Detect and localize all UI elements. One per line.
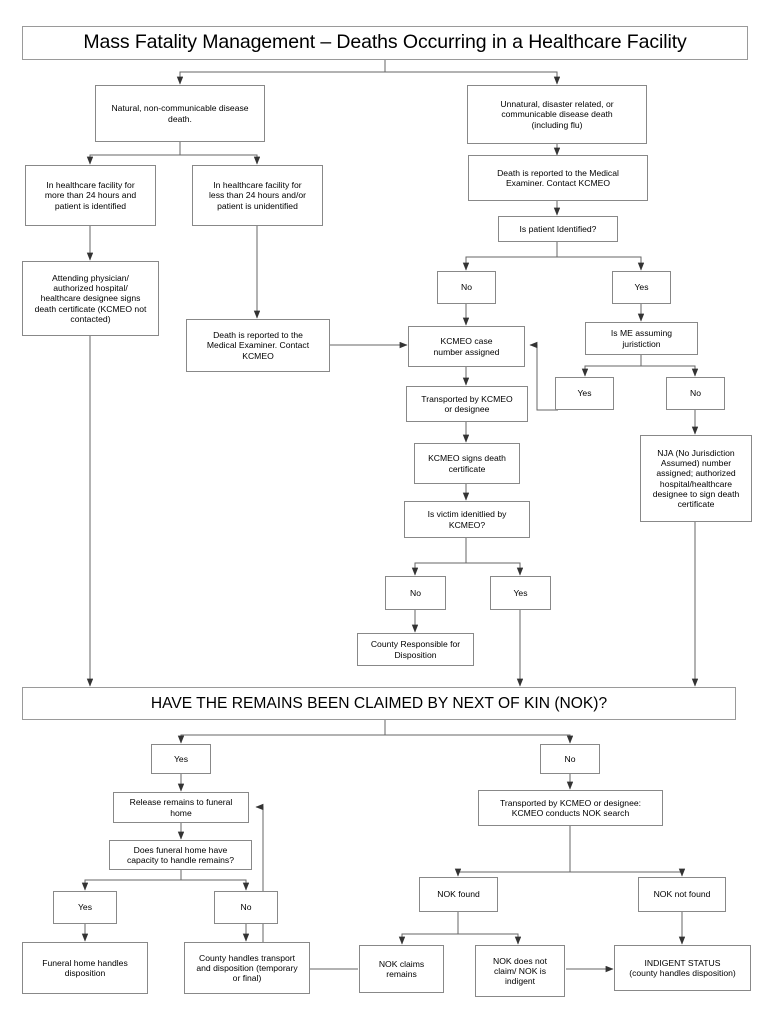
node-transported-by-kcmeo[interactable]: Transported by KCMEO or designee — [406, 386, 528, 422]
node-me-jurisdiction-no-label: No — [690, 388, 701, 399]
node-indigent-status-label: INDIGENT STATUS (county handles disposit… — [629, 957, 736, 978]
node-me-jurisdiction-yes[interactable]: Yes — [555, 377, 614, 410]
node-victim-id-no[interactable]: No — [385, 576, 446, 610]
node-is-victim-identified[interactable]: Is victim idenitlied by KCMEO? — [404, 501, 530, 538]
node-facility-more-than-24h[interactable]: In healthcare facility for more than 24 … — [25, 165, 156, 226]
node-me-jurisdiction-no[interactable]: No — [666, 377, 725, 410]
node-patient-id-no-label: No — [461, 282, 472, 293]
node-nok-no[interactable]: No — [540, 744, 600, 774]
node-nok-found[interactable]: NOK found — [419, 877, 498, 912]
node-is-patient-identified-label: Is patient Identified? — [519, 223, 597, 234]
diagram-title-label: Mass Fatality Management – Deaths Occurr… — [83, 31, 687, 54]
node-funeral-home-handles-disposition-label: Funeral home handles disposition — [42, 957, 128, 978]
node-nok-does-not-claim[interactable]: NOK does not claim/ NOK is indigent — [475, 945, 565, 997]
node-attending-physician-signs-label: Attending physician/ authorized hospital… — [34, 273, 147, 324]
node-death-reported-right-label: Death is reported to the Medical Examine… — [497, 167, 619, 188]
node-me-jurisdiction-yes-label: Yes — [577, 388, 592, 399]
node-kcmeo-case-number-label: KCMEO case number assigned — [433, 336, 500, 357]
node-nok-yes[interactable]: Yes — [151, 744, 211, 774]
node-is-victim-identified-label: Is victim idenitlied by KCMEO? — [427, 509, 507, 530]
node-nok-not-found-label: NOK not found — [653, 889, 711, 900]
node-funeral-home-capacity-label: Does funeral home have capacity to handl… — [126, 844, 234, 865]
node-nok-claims-remains-label: NOK claims remains — [378, 958, 425, 979]
node-release-remains-funeral-home-label: Release remains to funeral home — [129, 797, 233, 818]
nok-question-banner-label: HAVE THE REMAINS BEEN CLAIMED BY NEXT OF… — [150, 694, 608, 712]
node-unnatural-death-label: Unnatural, disaster related, or communic… — [500, 99, 614, 130]
node-funeral-home-capacity[interactable]: Does funeral home have capacity to handl… — [109, 840, 252, 870]
node-is-me-assuming-jurisdiction[interactable]: Is ME assuming juristiction — [585, 322, 698, 355]
node-natural-death[interactable]: Natural, non-communicable disease death. — [95, 85, 265, 142]
node-patient-id-yes-label: Yes — [634, 282, 649, 293]
node-facility-less-than-24h-label: In healthcare facility for less than 24 … — [209, 180, 306, 211]
node-kcmeo-case-number[interactable]: KCMEO case number assigned — [408, 326, 525, 367]
node-victim-id-yes[interactable]: Yes — [490, 576, 551, 610]
node-funeral-home-handles-disposition[interactable]: Funeral home handles disposition — [22, 942, 148, 994]
node-capacity-no-label: No — [240, 902, 252, 913]
node-county-handles-transport-label: County handles transport and disposition… — [196, 952, 298, 984]
node-transported-by-kcmeo-label: Transported by KCMEO or designee — [421, 393, 513, 414]
node-attending-physician-signs[interactable]: Attending physician/ authorized hospital… — [22, 261, 159, 336]
node-kcmeo-signs-certificate-label: KCMEO signs death certificate — [428, 453, 506, 474]
node-nok-found-label: NOK found — [437, 889, 480, 900]
node-nja-number-assigned-label: NJA (No Jurisdiction Assumed) number ass… — [652, 448, 740, 509]
node-facility-more-than-24h-label: In healthcare facility for more than 24 … — [44, 180, 137, 211]
node-nok-not-found[interactable]: NOK not found — [638, 877, 726, 912]
node-natural-death-label: Natural, non-communicable disease death. — [111, 103, 249, 124]
node-nok-claims-remains[interactable]: NOK claims remains — [359, 945, 444, 993]
node-transported-nok-search[interactable]: Transported by KCMEO or designee: KCMEO … — [478, 790, 663, 826]
node-death-reported-right[interactable]: Death is reported to the Medical Examine… — [468, 155, 648, 201]
node-nok-no-label: No — [564, 753, 576, 764]
diagram-title: Mass Fatality Management – Deaths Occurr… — [22, 26, 748, 60]
node-county-handles-transport[interactable]: County handles transport and disposition… — [184, 942, 310, 994]
node-victim-id-yes-label: Yes — [513, 587, 528, 598]
node-nok-yes-label: Yes — [173, 753, 189, 764]
node-release-remains-funeral-home[interactable]: Release remains to funeral home — [113, 792, 249, 823]
node-death-reported-left-label: Death is reported to the Medical Examine… — [206, 330, 310, 361]
node-county-responsible-disposition-label: County Responsible for Disposition — [370, 639, 461, 660]
node-is-patient-identified[interactable]: Is patient Identified? — [498, 216, 618, 242]
node-capacity-yes-label: Yes — [77, 902, 93, 913]
node-patient-id-no[interactable]: No — [437, 271, 496, 304]
nok-question-banner: HAVE THE REMAINS BEEN CLAIMED BY NEXT OF… — [22, 687, 736, 720]
node-nok-does-not-claim-label: NOK does not claim/ NOK is indigent — [493, 955, 547, 987]
node-death-reported-left[interactable]: Death is reported to the Medical Examine… — [186, 319, 330, 372]
node-county-responsible-disposition[interactable]: County Responsible for Disposition — [357, 633, 474, 666]
node-is-me-assuming-jurisdiction-label: Is ME assuming juristiction — [610, 328, 673, 349]
node-patient-id-yes[interactable]: Yes — [612, 271, 671, 304]
node-facility-less-than-24h[interactable]: In healthcare facility for less than 24 … — [192, 165, 323, 226]
node-transported-nok-search-label: Transported by KCMEO or designee: KCMEO … — [499, 797, 642, 818]
node-kcmeo-signs-certificate[interactable]: KCMEO signs death certificate — [414, 443, 520, 484]
node-nja-number-assigned[interactable]: NJA (No Jurisdiction Assumed) number ass… — [640, 435, 752, 522]
node-indigent-status[interactable]: INDIGENT STATUS (county handles disposit… — [614, 945, 751, 991]
node-capacity-yes[interactable]: Yes — [53, 891, 117, 924]
node-victim-id-no-label: No — [410, 587, 421, 598]
node-unnatural-death[interactable]: Unnatural, disaster related, or communic… — [467, 85, 647, 144]
node-capacity-no[interactable]: No — [214, 891, 278, 924]
